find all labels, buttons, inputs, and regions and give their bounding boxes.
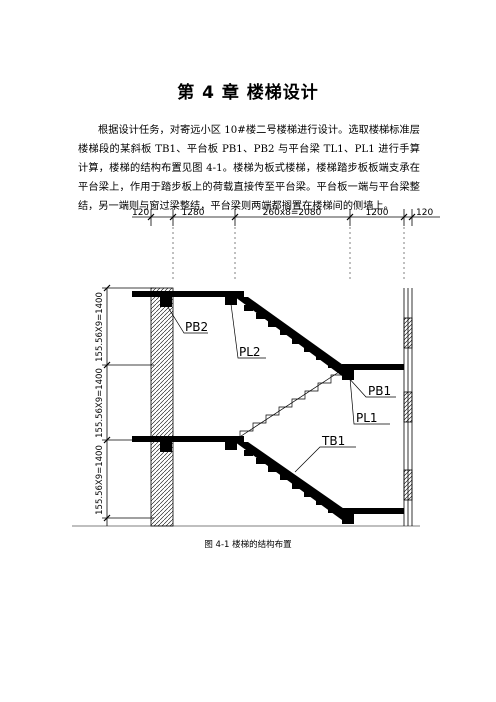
dim-top-left-wall: 120 [132, 208, 149, 218]
dim-left-upper-flight: 155.56X9=1400 [95, 292, 105, 362]
label-pl1: PL1 [356, 411, 378, 425]
upper-pl2-beam [225, 291, 237, 305]
middle-flight-outline [234, 369, 345, 441]
leader-lines [165, 303, 396, 473]
left-dimension-line [102, 287, 154, 526]
middle-slab [132, 436, 244, 442]
upper-slab-pb2 [132, 291, 244, 297]
middle-pl1-beam [342, 364, 354, 380]
axis-reference-lines [172, 227, 405, 280]
lower-landing-slab [342, 508, 404, 514]
body-paragraph: 根据设计任务，对寄远小区 10#楼二号楼梯进行设计。选取楼梯标准层楼梯段的某斜板… [78, 121, 420, 216]
dim-top-right-wall: 120 [416, 208, 433, 218]
chapter-title: 第 4 章 楼梯设计 [177, 83, 319, 103]
top-dimension-ticks [147, 213, 416, 221]
upper-left-beam [160, 291, 172, 307]
label-pb1: PB1 [368, 384, 391, 398]
left-dimension-ticks [103, 284, 111, 522]
figure-caption: 图 4-1 楼梯的结构布置 [204, 540, 292, 550]
dim-top-platform-upper: 1280 [182, 208, 205, 218]
right-wall [403, 288, 413, 526]
middle-left-beam [160, 436, 172, 452]
left-wall [150, 287, 174, 527]
dim-left-lower-flight: 155.56X9=1400 [95, 445, 105, 515]
lower-flight-tb1 [235, 442, 350, 520]
dim-top-treads: 260x8=2080 [263, 208, 322, 218]
body-paragraph-text: 根据设计任务，对寄远小区 10#楼二号楼梯进行设计。选取楼梯标准层楼梯段的某斜板… [78, 125, 420, 212]
label-pb2: PB2 [185, 320, 208, 334]
label-tb1: TB1 [321, 434, 345, 448]
middle-tl1-beam [225, 436, 237, 450]
dim-left-middle-flight: 155.56X9=1400 [95, 368, 105, 438]
label-pl2: PL2 [239, 345, 261, 359]
stair-structural-layout-figure: 120 1280 260x8=2080 1200 120 155.56X9=14… [72, 208, 440, 527]
dim-top-platform-lower: 1200 [366, 208, 389, 218]
upper-flight [235, 297, 350, 376]
middle-platform-pb1 [342, 364, 404, 370]
